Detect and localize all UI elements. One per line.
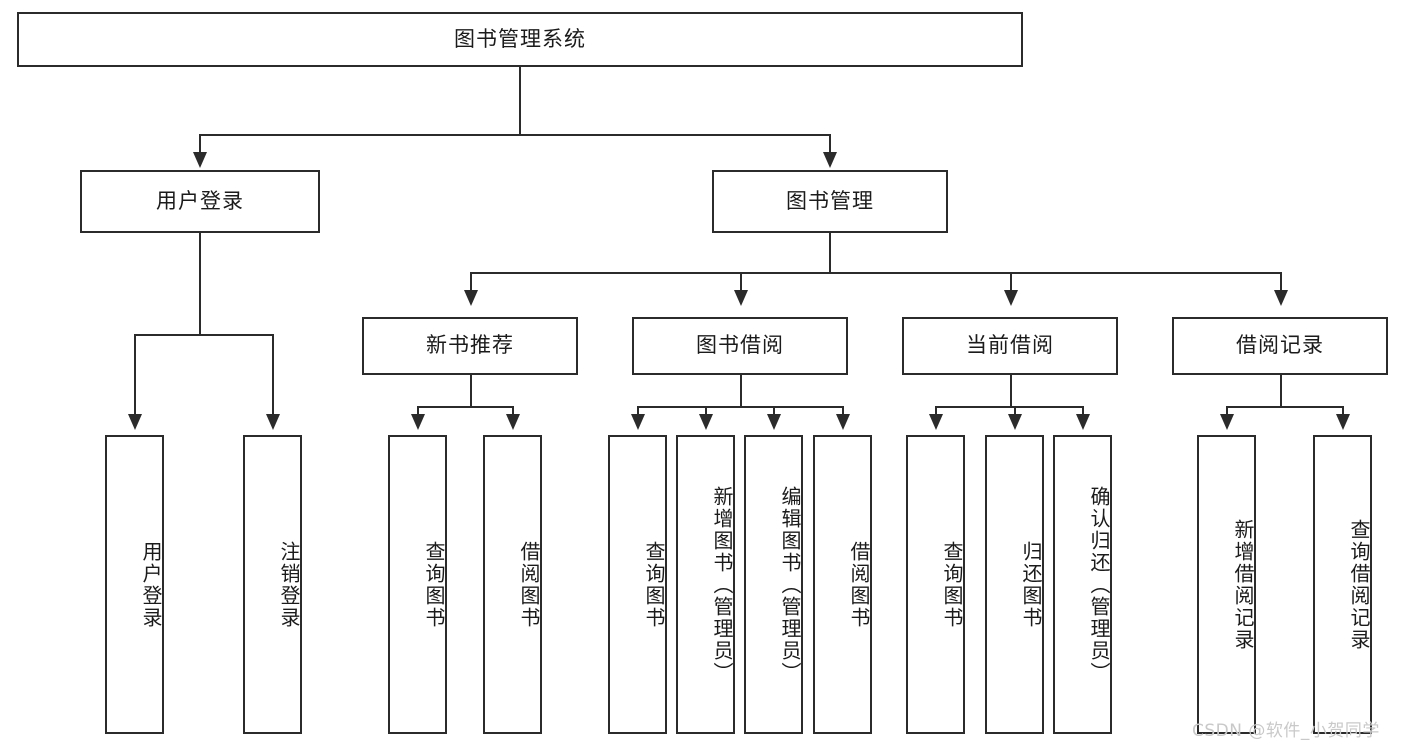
leaf-query-borrow-record[interactable]: 查询借阅记录 (1313, 435, 1372, 734)
edge-book-mgmt-trunk (829, 233, 831, 273)
leaf-confirm-return-admin[interactable]: 确认归还（管理员） (1053, 435, 1112, 734)
edge-root-to-user-login (199, 134, 201, 158)
arrow-borrow-to-leaf2 (699, 414, 713, 430)
leaf-label: 编辑图书（管理员） (778, 485, 802, 684)
leaf-borrow-book[interactable]: 借阅图书 (813, 435, 872, 734)
arrow-book-mgmt-to-newbook (464, 290, 478, 306)
edge-root-to-book-mgmt (829, 134, 831, 158)
arrow-user-login-to-leaf2 (266, 414, 280, 430)
edge-user-login-to-leaf1 (134, 334, 136, 418)
leaf-add-borrow-record[interactable]: 新增借阅记录 (1197, 435, 1256, 734)
node-label: 借阅记录 (1236, 333, 1324, 358)
arrow-records-to-leaf2 (1336, 414, 1350, 430)
edge-book-mgmt-to-records (1280, 272, 1282, 294)
arrow-current-to-leaf3 (1076, 414, 1090, 430)
arrow-user-login-to-leaf1 (128, 414, 142, 430)
leaf-label: 确认归还（管理员） (1087, 485, 1111, 684)
edge-current-bus (935, 406, 1083, 408)
node-label: 当前借阅 (966, 333, 1054, 358)
edge-records-trunk (1280, 375, 1282, 408)
node-book-borrowing[interactable]: 图书借阅 (632, 317, 848, 375)
arrow-root-to-book-mgmt (823, 152, 837, 168)
leaf-add-book-admin[interactable]: 新增图书（管理员） (676, 435, 735, 734)
leaf-label: 注销登录 (277, 540, 301, 629)
csdn-watermark: CSDN @软件_小贺同学 (1192, 721, 1380, 741)
edge-records-to-leaf1 (1226, 406, 1228, 418)
leaf-label: 查询借阅记录 (1347, 518, 1371, 651)
arrow-newbook-to-leaf2 (506, 414, 520, 430)
edge-borrow-trunk (740, 375, 742, 408)
edge-borrow-to-leaf4 (842, 406, 844, 418)
arrow-borrow-to-leaf4 (836, 414, 850, 430)
node-user-login[interactable]: 用户登录 (80, 170, 320, 233)
leaf-label: 查询图书 (940, 540, 964, 629)
node-label: 用户登录 (156, 188, 244, 213)
leaf-label: 用户登录 (139, 540, 163, 629)
edge-newbook-to-leaf2 (512, 406, 514, 418)
edge-user-login-to-leaf2 (272, 334, 274, 418)
leaf-label: 新增图书（管理员） (710, 485, 734, 684)
node-current-borrowing[interactable]: 当前借阅 (902, 317, 1118, 375)
edge-book-mgmt-bus (470, 272, 1280, 274)
node-new-book-recommendation[interactable]: 新书推荐 (362, 317, 578, 375)
edge-current-to-leaf1 (935, 406, 937, 418)
edge-newbook-to-leaf1 (417, 406, 419, 418)
node-label: 图书借阅 (696, 333, 784, 358)
edge-records-to-leaf2 (1342, 406, 1344, 418)
arrow-records-to-leaf1 (1220, 414, 1234, 430)
leaf-query-book-newbook[interactable]: 查询图书 (388, 435, 447, 734)
arrow-borrow-to-leaf1 (631, 414, 645, 430)
leaf-logout[interactable]: 注销登录 (243, 435, 302, 734)
edge-borrow-to-leaf2 (705, 406, 707, 418)
leaf-label: 新增借阅记录 (1231, 518, 1255, 651)
edge-root-bus (199, 134, 831, 136)
leaf-label: 借阅图书 (517, 540, 541, 629)
arrow-current-to-leaf1 (929, 414, 943, 430)
arrow-book-mgmt-to-current (1004, 290, 1018, 306)
leaf-label: 查询图书 (642, 540, 666, 629)
arrow-borrow-to-leaf3 (767, 414, 781, 430)
leaf-user-login[interactable]: 用户登录 (105, 435, 164, 734)
arrow-book-mgmt-to-borrow (734, 290, 748, 306)
leaf-return-book[interactable]: 归还图书 (985, 435, 1044, 734)
node-label: 图书管理系统 (454, 26, 586, 51)
leaf-query-book-borrow[interactable]: 查询图书 (608, 435, 667, 734)
arrow-current-to-leaf2 (1008, 414, 1022, 430)
edge-user-login-trunk (199, 233, 201, 335)
edge-current-to-leaf2 (1014, 406, 1016, 418)
edge-newbook-bus (417, 406, 513, 408)
edge-user-login-bus (134, 334, 273, 336)
arrow-book-mgmt-to-records (1274, 290, 1288, 306)
edge-root-trunk (519, 67, 521, 135)
leaf-borrow-book-newbook[interactable]: 借阅图书 (483, 435, 542, 734)
edge-book-mgmt-to-current (1010, 272, 1012, 294)
edge-records-bus (1226, 406, 1343, 408)
leaf-label: 归还图书 (1019, 540, 1043, 629)
edge-book-mgmt-to-newbook (470, 272, 472, 294)
edge-book-mgmt-to-borrow (740, 272, 742, 294)
leaf-query-book-current[interactable]: 查询图书 (906, 435, 965, 734)
arrow-newbook-to-leaf1 (411, 414, 425, 430)
leaf-label: 查询图书 (422, 540, 446, 629)
node-label: 图书管理 (786, 188, 874, 213)
node-book-management[interactable]: 图书管理 (712, 170, 948, 233)
edge-borrow-bus (637, 406, 843, 408)
node-label: 新书推荐 (426, 333, 514, 358)
edge-borrow-to-leaf3 (773, 406, 775, 418)
node-borrow-records[interactable]: 借阅记录 (1172, 317, 1388, 375)
edge-current-trunk (1010, 375, 1012, 408)
edge-current-to-leaf3 (1082, 406, 1084, 418)
edge-newbook-trunk (470, 375, 472, 408)
edge-borrow-to-leaf1 (637, 406, 639, 418)
leaf-edit-book-admin[interactable]: 编辑图书（管理员） (744, 435, 803, 734)
node-root-book-management-system[interactable]: 图书管理系统 (17, 12, 1023, 67)
leaf-label: 借阅图书 (847, 540, 871, 629)
arrow-root-to-user-login (193, 152, 207, 168)
